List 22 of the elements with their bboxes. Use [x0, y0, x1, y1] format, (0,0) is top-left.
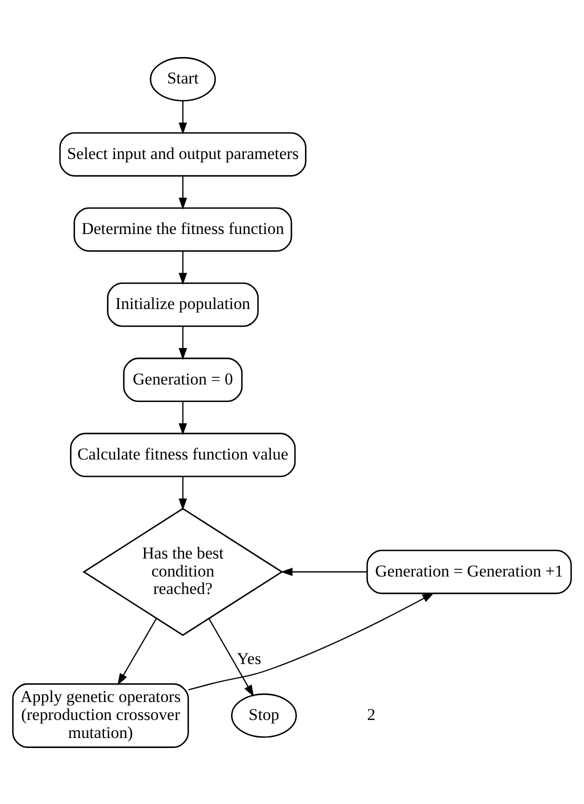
arrow	[178, 250, 188, 284]
arrow	[188, 592, 434, 690]
node-ellipse: Start	[150, 56, 216, 101]
arrow	[178, 401, 188, 435]
node-box: Generation = 0	[123, 357, 243, 402]
node-ellipse: Stop	[231, 692, 297, 738]
arrow	[280, 567, 367, 576]
node-box: Apply genetic operators (reproduction crossover mutation)	[12, 682, 189, 748]
node-box: Initialize population	[107, 282, 259, 326]
arrow	[178, 476, 188, 510]
label: 2	[367, 704, 376, 724]
node-diamond: Has the best condition reached?	[82, 507, 284, 636]
arrow	[178, 326, 188, 360]
arrow	[208, 618, 254, 696]
arrow	[178, 176, 188, 210]
node-box: Determine the fitness function	[74, 206, 292, 252]
edge-label: Yes	[236, 648, 262, 668]
node-box: Select input and output parameters	[59, 132, 306, 176]
node-box: Calculate fitness function value	[70, 432, 296, 477]
node-box: Generation = Generation +1	[366, 549, 572, 594]
arrow	[118, 618, 157, 685]
arrow	[178, 100, 188, 134]
